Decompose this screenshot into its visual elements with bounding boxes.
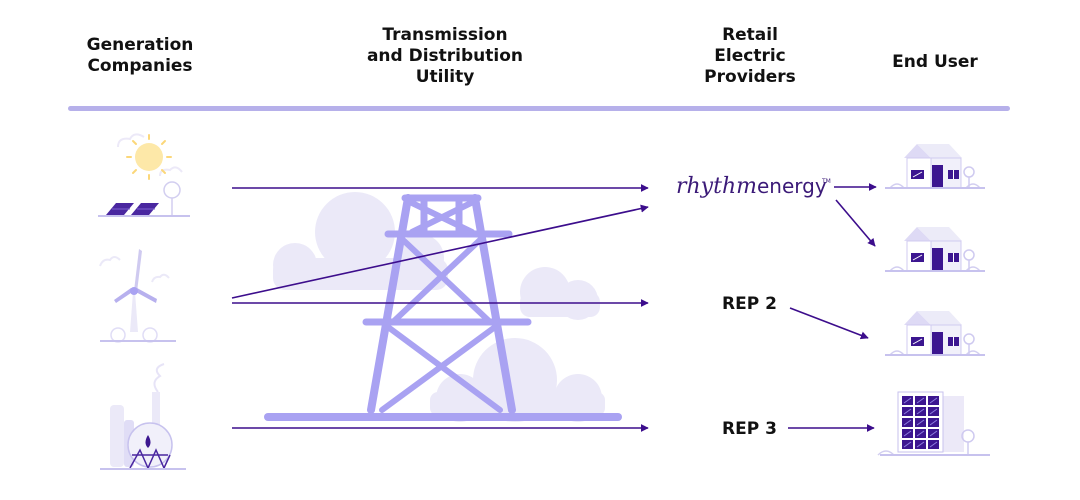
house-icon [885,227,985,271]
cloud-right-top [520,267,600,320]
house-icon [885,311,985,355]
rep3-label: REP 3 [722,419,777,439]
house-icon [885,144,985,188]
solar-farm-icon [98,134,190,216]
rep1-logo-word: energy [757,174,827,198]
arrow-rep2-to-house3 [790,308,868,338]
svg-text:TM: TM [821,178,831,185]
rep1-logo-script: rhythm [676,174,757,199]
power-plant-icon [100,364,186,469]
office-building-icon [878,392,990,455]
arrow-rep1-to-house2 [836,200,875,246]
wind-turbine-icon [100,249,176,342]
rhythm-energy-logo: rhythm energy TM [676,174,831,199]
rep2-label: REP 2 [722,294,777,314]
